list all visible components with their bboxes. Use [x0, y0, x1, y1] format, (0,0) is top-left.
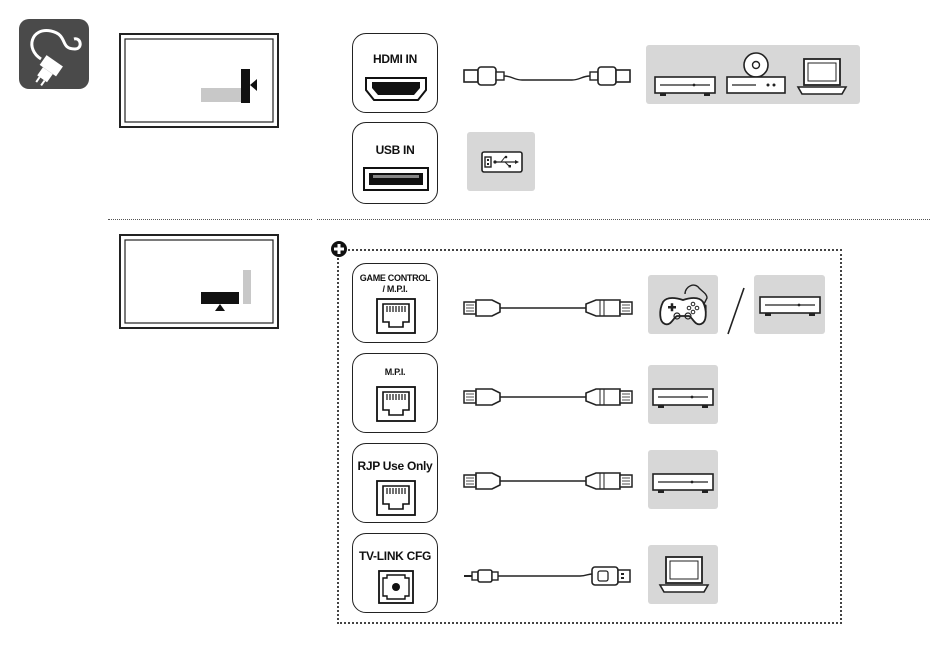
- laptop-device-panel: [648, 545, 718, 604]
- tvlink-port-box: TV-LINK CFG: [352, 533, 438, 613]
- laptop-icon: [796, 57, 848, 97]
- plus-circle-icon: [330, 240, 348, 258]
- laptop-icon: [658, 555, 710, 595]
- hdmi-port-label: HDMI IN: [353, 52, 437, 66]
- section-divider: [108, 219, 930, 220]
- set-top-box-icon: [759, 295, 821, 317]
- gamepad-icon: [655, 280, 711, 330]
- set-top-box-icon: [652, 387, 714, 409]
- mpi-port-box: M.P.I.: [352, 353, 438, 433]
- rjp-port-box: RJP Use Only: [352, 443, 438, 523]
- rj45-port-icon: [376, 386, 416, 422]
- rj45-port-icon: [376, 298, 416, 334]
- mpi-port-label: M.P.I.: [353, 367, 437, 377]
- stb-device-panel: [648, 365, 718, 424]
- rj45-cable-icon: [462, 294, 634, 322]
- tvlink-port-label: TV-LINK CFG: [353, 549, 437, 563]
- set-top-box-icon: [652, 472, 714, 494]
- or-separator: [724, 286, 748, 336]
- hdmi-port-box: HDMI IN: [352, 33, 438, 113]
- tv-bottom-panel-icon: [119, 234, 281, 335]
- section-divider-gap: [312, 216, 316, 222]
- audio-jack-port-icon: [378, 570, 414, 604]
- hdmi-cable-icon: [462, 62, 632, 90]
- game-control-port-box: GAME CONTROL / M.P.I.: [352, 263, 438, 343]
- stb-device-panel: [648, 450, 718, 509]
- rjp-port-label: RJP Use Only: [353, 459, 437, 473]
- rj45-cable-icon: [462, 383, 634, 411]
- stb-device-panel: [754, 275, 825, 334]
- gamepad-device-panel: [648, 275, 718, 334]
- cable-plug-icon: [19, 19, 89, 89]
- tv-side-panel-icon: [119, 33, 281, 134]
- usb-port-box: USB IN: [352, 122, 438, 204]
- usb-port-icon: [363, 167, 429, 191]
- hdmi-devices-panel: [646, 45, 860, 104]
- set-top-box-icon: [654, 75, 716, 97]
- usb-port-label: USB IN: [353, 143, 437, 157]
- rj45-cable-icon: [462, 467, 634, 495]
- hdmi-port-icon: [364, 76, 428, 102]
- usb-drive-icon: [481, 151, 523, 173]
- rj45-port-icon: [376, 480, 416, 516]
- jack-to-usb-cable-icon: [462, 562, 634, 590]
- game-control-label-line2: / M.P.I.: [353, 284, 437, 294]
- dvd-player-icon: [726, 51, 786, 97]
- usb-device-panel: [467, 132, 535, 191]
- game-control-label-line1: GAME CONTROL: [353, 273, 437, 283]
